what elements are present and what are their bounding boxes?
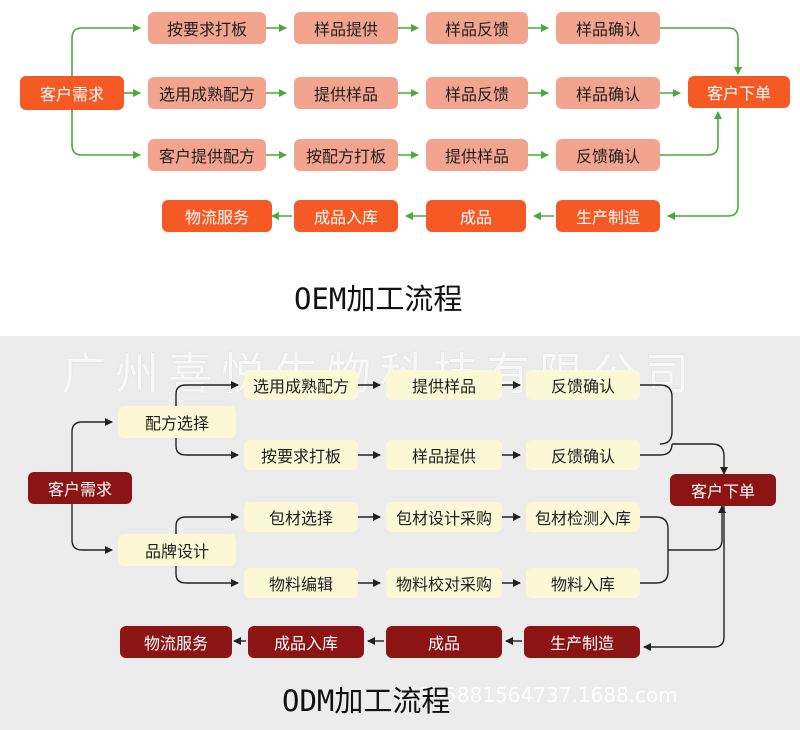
oem-row3-step: 按配方打板	[294, 139, 398, 171]
oem-warehouse-node: 成品入库	[294, 200, 398, 232]
oem-row2-step: 选用成熟配方	[148, 77, 266, 109]
oem-row3-step: 提供样品	[426, 139, 528, 171]
oem-row1-step: 样品确认	[556, 12, 660, 44]
oem-customer-demand-node: 客户需求	[20, 76, 124, 110]
odm-product-node: 成品	[386, 626, 502, 658]
odm-brand-row1-step: 包材检测入库	[526, 502, 640, 532]
oem-row1-step: 样品反馈	[426, 12, 528, 44]
odm-formula-row1-step: 反馈确认	[526, 370, 640, 400]
oem-customer-order-node: 客户下单	[688, 76, 790, 108]
odm-title: ODM加工流程	[282, 684, 451, 718]
url-watermark: 1355881564737.1688.com	[406, 683, 678, 707]
oem-logistics-node: 物流服务	[162, 200, 272, 232]
oem-title: OEM加工流程	[294, 282, 463, 316]
odm-formula-row1-step: 提供样品	[386, 370, 502, 400]
odm-warehouse-node: 成品入库	[248, 626, 364, 658]
oem-row3-step: 客户提供配方	[148, 139, 266, 171]
oem-row2-step: 提供样品	[294, 77, 398, 109]
odm-brand-design-node: 品牌设计	[118, 534, 236, 566]
oem-production-node: 生产制造	[556, 200, 660, 232]
odm-formula-selection-node: 配方选择	[118, 406, 236, 438]
odm-formula-row2-step: 反馈确认	[526, 440, 640, 470]
odm-formula-row2-step: 按要求打板	[244, 440, 358, 470]
odm-brand-row1-step: 包材选择	[244, 502, 358, 532]
odm-formula-row1-step: 选用成熟配方	[244, 370, 358, 400]
oem-row1-step: 按要求打板	[148, 12, 266, 44]
oem-row2-step: 样品反馈	[426, 77, 528, 109]
odm-brand-row2-step: 物料校对采购	[386, 568, 502, 598]
oem-row2-step: 样品确认	[556, 77, 660, 109]
oem-product-node: 成品	[426, 200, 526, 232]
odm-brand-row2-step: 物料入库	[526, 568, 640, 598]
odm-customer-demand-node: 客户需求	[28, 472, 132, 504]
odm-customer-order-node: 客户下单	[670, 474, 776, 506]
odm-brand-row2-step: 物料编辑	[244, 568, 358, 598]
odm-brand-row1-step: 包材设计采购	[386, 502, 502, 532]
odm-production-node: 生产制造	[524, 626, 640, 658]
oem-row3-step: 反馈确认	[556, 139, 660, 171]
oem-row1-step: 样品提供	[294, 12, 398, 44]
odm-formula-row2-step: 样品提供	[386, 440, 502, 470]
odm-logistics-node: 物流服务	[120, 626, 232, 658]
